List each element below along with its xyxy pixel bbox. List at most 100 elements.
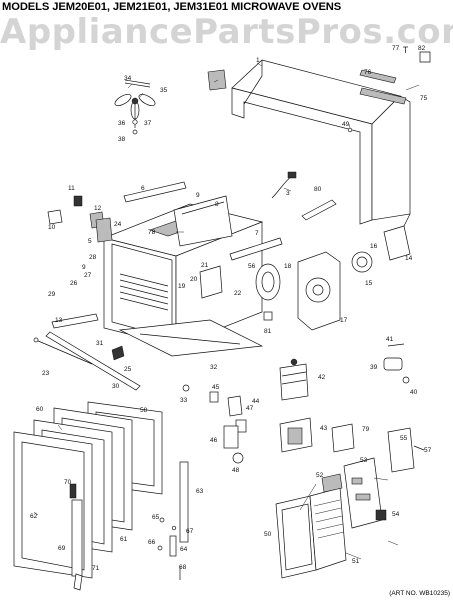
callout-15: 15 bbox=[365, 280, 373, 287]
callout-49: 49 bbox=[342, 121, 350, 128]
callout-70: 70 bbox=[64, 479, 72, 486]
part-63-strip[interactable] bbox=[179, 461, 189, 543]
callout-23: 23 bbox=[42, 370, 50, 377]
callout-80: 80 bbox=[314, 186, 322, 193]
diagram-title: MODELS JEM20E01, JEM21E01, JEM31E01 MICR… bbox=[2, 1, 342, 13]
callout-40: 40 bbox=[410, 389, 418, 396]
part-79-bracket[interactable] bbox=[331, 423, 355, 453]
callout-44: 44 bbox=[252, 398, 260, 405]
callout-17: 17 bbox=[340, 317, 348, 324]
control-board[interactable] bbox=[343, 457, 387, 529]
interlock-switches[interactable] bbox=[209, 391, 247, 464]
callout-51: 51 bbox=[352, 558, 360, 565]
callout-77: 77 bbox=[392, 45, 400, 52]
callout-14: 14 bbox=[405, 255, 413, 262]
callout-34: 34 bbox=[124, 75, 132, 82]
callout-19: 19 bbox=[178, 283, 186, 290]
callout-61: 61 bbox=[120, 536, 128, 543]
callout-36: 36 bbox=[118, 120, 126, 127]
part-2-plate[interactable] bbox=[207, 69, 227, 91]
callout-64: 64 bbox=[180, 546, 188, 553]
callout-11: 11 bbox=[68, 185, 75, 192]
callout-58: 58 bbox=[140, 407, 148, 414]
callout-48: 48 bbox=[232, 467, 240, 474]
callout-76: 76 bbox=[364, 69, 372, 76]
outer-case[interactable] bbox=[231, 59, 411, 225]
callout-35: 35 bbox=[160, 87, 168, 94]
callout-28: 28 bbox=[89, 254, 97, 261]
bottom-rails[interactable] bbox=[33, 313, 141, 391]
callout-31: 31 bbox=[96, 340, 104, 347]
callout-50: 50 bbox=[264, 531, 272, 538]
leader-lines bbox=[33, 62, 420, 560]
top-brackets[interactable] bbox=[123, 181, 233, 247]
door-handle[interactable] bbox=[71, 499, 83, 591]
watermark: AppliancePartsPros.com bbox=[0, 12, 453, 52]
callout-55: 55 bbox=[400, 435, 408, 442]
art-number: (ART NO. WB10235) bbox=[389, 590, 450, 597]
blower-housing[interactable] bbox=[297, 251, 341, 331]
callout-16: 16 bbox=[370, 243, 378, 250]
callout-62: 62 bbox=[30, 513, 38, 520]
part-33[interactable] bbox=[182, 384, 190, 392]
callout-5: 5 bbox=[88, 238, 92, 245]
top-strips[interactable] bbox=[359, 46, 431, 105]
callout-30: 30 bbox=[112, 383, 120, 390]
callout-47: 47 bbox=[246, 405, 254, 412]
callout-8: 8 bbox=[215, 201, 219, 208]
fan-motor[interactable] bbox=[351, 213, 411, 273]
callout-20: 20 bbox=[190, 276, 198, 283]
callout-labels: 1 3 14 5 6 7 8 9 9 10 11 12 13 15 16 17 … bbox=[30, 45, 432, 572]
callout-24: 24 bbox=[114, 221, 122, 228]
air-duct-strips[interactable] bbox=[229, 199, 337, 261]
callout-42: 42 bbox=[318, 374, 326, 381]
callout-45: 45 bbox=[212, 384, 220, 391]
door-hardware[interactable] bbox=[157, 517, 181, 580]
callout-3: 3 bbox=[286, 190, 290, 197]
cavity-bottom-plate[interactable] bbox=[118, 319, 264, 357]
part-81[interactable] bbox=[263, 311, 273, 321]
control-panel[interactable] bbox=[275, 473, 347, 579]
callout-6: 6 bbox=[141, 185, 145, 192]
callout-79: 79 bbox=[362, 426, 370, 433]
callout-67: 67 bbox=[186, 528, 194, 535]
callout-1: 1 bbox=[256, 57, 260, 64]
transformer[interactable] bbox=[279, 417, 313, 453]
callout-41: 41 bbox=[386, 336, 394, 343]
callout-56: 56 bbox=[248, 263, 256, 270]
callout-63: 63 bbox=[196, 488, 204, 495]
relay-board[interactable] bbox=[387, 427, 425, 473]
callout-7: 7 bbox=[255, 230, 259, 237]
callout-82: 82 bbox=[418, 45, 426, 52]
callout-53: 53 bbox=[360, 457, 368, 464]
latch-parts[interactable] bbox=[47, 195, 105, 229]
callout-46: 46 bbox=[210, 437, 218, 444]
callout-38: 38 bbox=[118, 136, 126, 143]
callout-52: 52 bbox=[316, 472, 324, 479]
callout-71: 71 bbox=[92, 565, 100, 572]
capacitor[interactable] bbox=[383, 343, 410, 384]
part-24-plate[interactable] bbox=[95, 217, 113, 243]
callout-12: 12 bbox=[94, 205, 102, 212]
callout-78: 78 bbox=[148, 229, 156, 236]
fan-blade-cover[interactable] bbox=[255, 263, 281, 301]
callout-81: 81 bbox=[264, 328, 272, 335]
callout-54: 54 bbox=[392, 511, 400, 518]
magnetron[interactable] bbox=[279, 358, 309, 401]
callout-10: 10 bbox=[48, 224, 56, 231]
callout-25: 25 bbox=[124, 366, 132, 373]
callout-22: 22 bbox=[234, 290, 242, 297]
callout-27: 27 bbox=[84, 272, 92, 279]
callout-33: 33 bbox=[180, 397, 188, 404]
callout-9: 9 bbox=[196, 192, 200, 199]
callout-32: 32 bbox=[210, 364, 218, 371]
stirrer-assembly[interactable] bbox=[113, 79, 157, 135]
callout-13: 13 bbox=[55, 317, 63, 324]
thermal-cutout-wire[interactable] bbox=[271, 171, 297, 199]
callout-57: 57 bbox=[424, 447, 432, 454]
callout-65: 65 bbox=[152, 514, 160, 521]
callout-9-lower: 9 bbox=[82, 264, 86, 271]
callout-29: 29 bbox=[48, 291, 56, 298]
